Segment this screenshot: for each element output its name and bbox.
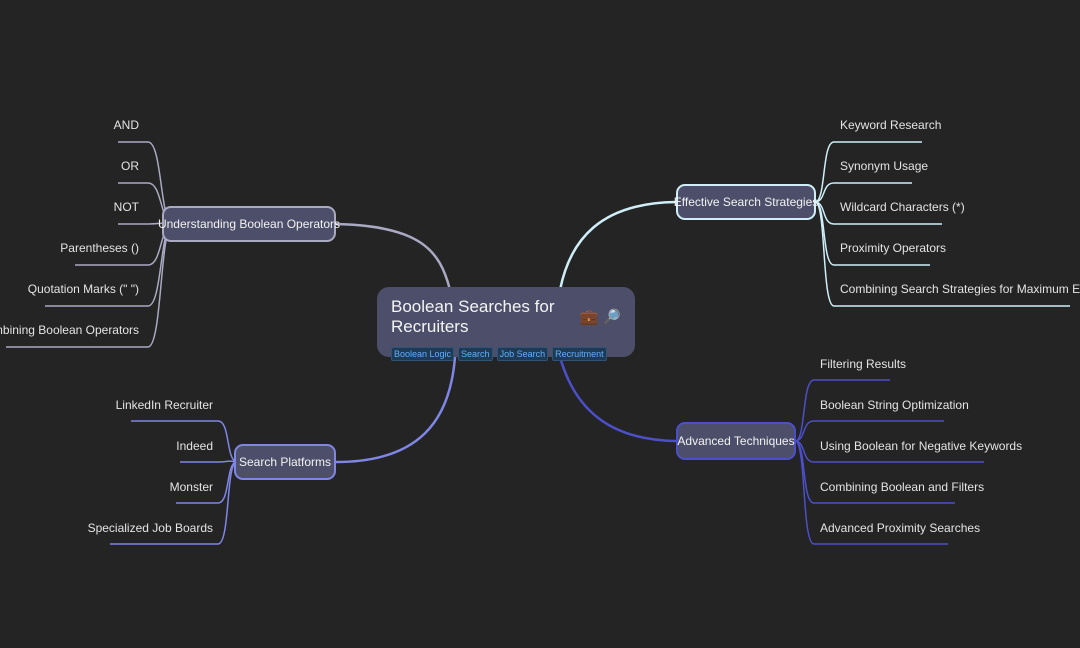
topic-label: Search Platforms: [238, 455, 332, 469]
leaf-boolean-string-optimization[interactable]: Boolean String Optimization: [820, 398, 969, 412]
topic-advanced-techniques[interactable]: Advanced Techniques: [676, 422, 796, 460]
leaf-wildcard-characters[interactable]: Wildcard Characters (*): [840, 200, 965, 214]
leaf-negative-keywords[interactable]: Using Boolean for Negative Keywords: [820, 439, 1023, 453]
root-topic[interactable]: Boolean Searches for Recruiters 💼 🔎 Bool…: [377, 287, 635, 361]
topic-search-platforms[interactable]: Search Platforms: [234, 444, 336, 480]
briefcase-icon: 💼: [579, 309, 599, 326]
connector-operators: [335, 222, 452, 291]
leaf-keyword-research[interactable]: Keyword Research: [840, 118, 942, 132]
topic-label: Understanding Boolean Operators: [157, 217, 341, 231]
leaf-and[interactable]: AND: [113, 118, 139, 132]
connector-strategies: [558, 200, 677, 291]
topic-effective-search-strategies[interactable]: Effective Search Strategies: [673, 184, 819, 220]
connector-advanced: [558, 356, 677, 443]
leaf-indeed[interactable]: Indeed: [176, 439, 213, 453]
tag-job-search[interactable]: Job Search: [496, 347, 549, 361]
connector-platforms: [335, 356, 457, 464]
advanced-leaf-lines: [795, 379, 984, 545]
leaf-combining-boolean-and-filters[interactable]: Combining Boolean and Filters: [820, 480, 985, 494]
topic-understanding-boolean-operators[interactable]: Understanding Boolean Operators: [158, 206, 340, 242]
tag-boolean-logic[interactable]: Boolean Logic: [391, 347, 455, 361]
leaf-combining-search-strategies[interactable]: Combining Search Strategies for Maximum …: [840, 282, 1080, 296]
tag-search[interactable]: Search: [458, 347, 493, 361]
leaf-proximity-operators[interactable]: Proximity Operators: [840, 241, 947, 255]
leaf-or[interactable]: OR: [121, 159, 139, 173]
magnifier-icon: 🔎: [602, 309, 621, 326]
leaf-parentheses[interactable]: Parentheses (): [60, 241, 139, 255]
root-title: Boolean Searches for Recruiters: [391, 297, 555, 336]
leaf-linkedin-recruiter[interactable]: LinkedIn Recruiter: [115, 398, 213, 412]
platforms-leaf-lines: [110, 420, 237, 545]
strategies-leaf-lines: [815, 141, 1070, 307]
leaf-monster[interactable]: Monster: [169, 480, 213, 494]
tag-recruitment[interactable]: Recruitment: [552, 347, 607, 361]
leaf-specialized-job-boards[interactable]: Specialized Job Boards: [87, 521, 213, 535]
leaf-advanced-proximity-searches[interactable]: Advanced Proximity Searches: [820, 521, 981, 535]
leaf-quotation-marks[interactable]: Quotation Marks (" "): [27, 282, 139, 296]
topic-label: Advanced Techniques: [677, 434, 795, 448]
leaf-combining-boolean-operators[interactable]: Combining Boolean Operators: [0, 323, 139, 337]
topic-label: Effective Search Strategies: [673, 195, 819, 209]
leaf-filtering-results[interactable]: Filtering Results: [820, 357, 907, 371]
leaf-not[interactable]: NOT: [113, 200, 139, 214]
leaf-synonym-usage[interactable]: Synonym Usage: [840, 159, 929, 173]
